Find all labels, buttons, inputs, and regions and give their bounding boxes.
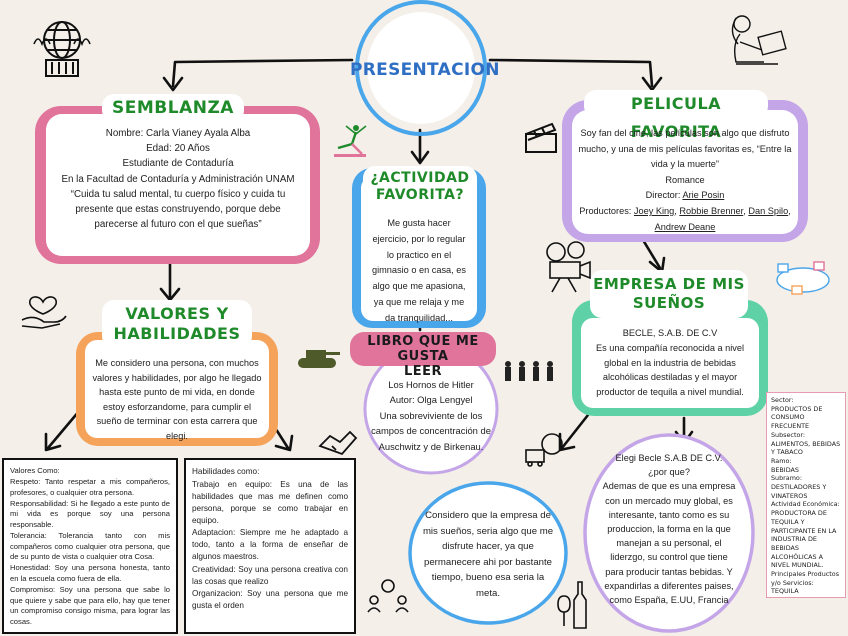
arrow-to-semblanza [171,58,354,88]
considero-text: Considero que la empresa de mis sueños, … [422,510,554,599]
pelicula-panel [572,110,798,234]
products-icon [776,261,830,295]
valores-text: Me considero una persona, con muchos val… [92,358,262,441]
productor-link[interactable]: Dan Spilo [748,205,789,216]
yoga-icon [334,125,367,157]
presentacion-title: PRESENTACION [350,60,500,80]
tank-icon [298,350,340,368]
productor-link[interactable]: Andrew Deane [654,221,716,232]
semblanza-panel [46,114,310,256]
logistics-icon [525,433,563,467]
libro-text: Los Hornos de Hitler Autor: Olga Lengyel… [371,379,491,452]
director-link[interactable]: Arie Posin [682,190,725,201]
valores-title: VALORES Y HABILIDADES [102,300,252,348]
clapperboard-icon [525,122,557,153]
actividad-title: ¿ACTIVIDAD FAVORITA? [363,166,477,208]
wine-bottle-icon [557,581,587,629]
handshake-icon [318,430,358,456]
heart-hand-icon [21,296,67,329]
arrow-valores-left [46,408,82,450]
empresa-title: EMPRESA DE MIS SUEÑOS [590,270,748,318]
soldiers-icon [505,361,553,381]
semblanza-title: SEMBLANZA [102,94,244,122]
team-gear-icon [367,579,409,613]
empresa-text: BECLE, S.A.B. DE C.V Es una compañía rec… [595,328,745,398]
arrow-empresa-left [560,413,590,450]
arrow-to-pelicula [488,58,654,88]
woman-laptop-icon [731,15,787,65]
libro-title: LIBRO QUE ME GUSTA LEER [350,332,496,379]
sector-info-box: Sector: PRODUCTOS DE CONSUMO FRECUENTE S… [766,392,846,598]
elegi-text: Elegi Becle S.A.B DE C.V. ¿por que? Adem… [602,453,736,606]
semblanza-text: Nombre: Carla Vianey Ayala Alba Edad: 20… [61,128,295,231]
film-camera-icon [546,241,591,293]
pelicula-title: PELICULA FAVORITA [584,90,768,141]
productor-link[interactable]: Robbie Brenner [679,205,744,216]
university-icon [33,21,91,77]
empresa-panel [581,318,759,408]
pelicula-text: Soy fan del cine, las películas son algo… [578,128,792,232]
actividad-text: Me gusta hacer ejercicio, por lo regular… [372,218,466,323]
habilidades-detail-box: Habilidades como: Trabajo en equipo: Es … [184,458,356,634]
valores-panel [85,340,269,438]
productor-link[interactable]: Joey King [633,205,675,216]
valores-detail-box: Valores Como: Respeto: Tanto respetar a … [2,458,178,634]
